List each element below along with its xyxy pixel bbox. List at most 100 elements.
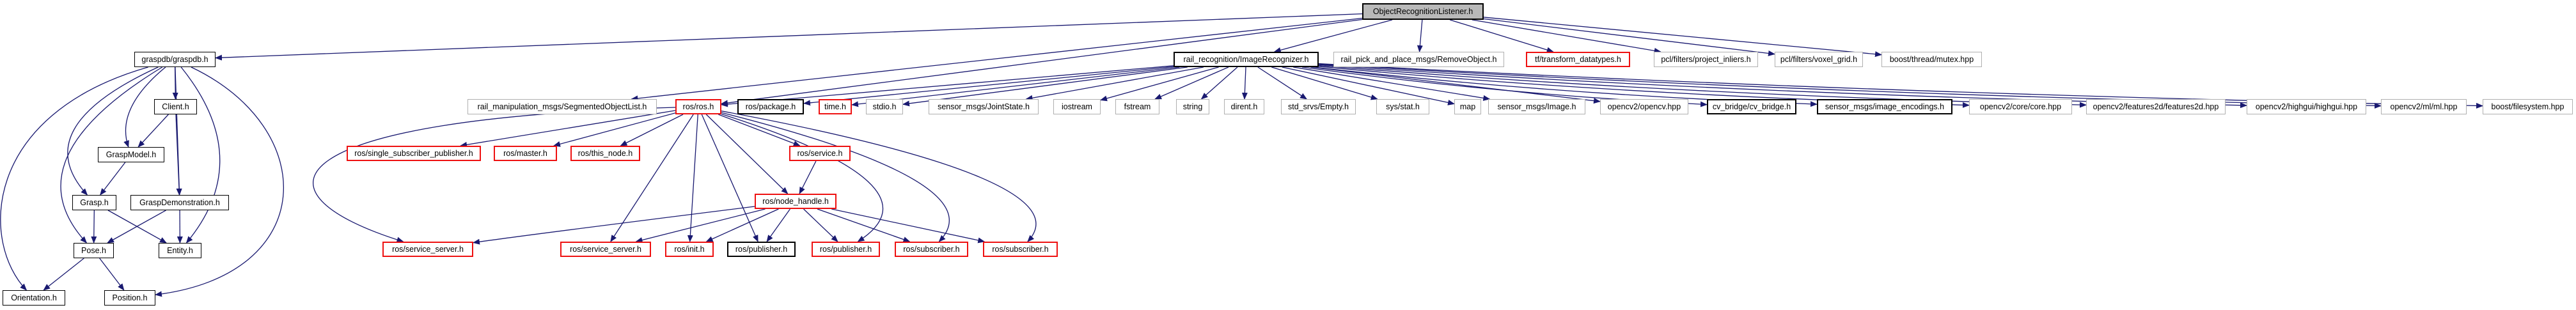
graph-node-rosros[interactable]: ros/ros.h [675, 99, 721, 114]
graph-node-root[interactable]: ObjectRecognitionListener.h [1362, 3, 1484, 20]
edge-imgrec-to-features2d [1318, 65, 2087, 108]
edge-imgrec-to-string [1200, 66, 1238, 100]
edge-imgrec-to-stdio [902, 66, 1188, 107]
graph-node-sysstat[interactable]: sys/stat.h [1376, 99, 1429, 114]
edge-imgrec-to-stdsrvs [1257, 66, 1308, 100]
graph-node-timeh[interactable]: time.h [819, 99, 852, 114]
edge-imgrec-to-rosros [721, 65, 1174, 107]
edge-imgrec-to-jointstate [1025, 66, 1204, 101]
edge-root-to-mutex [1483, 17, 1882, 58]
edge-nodehandle-to-sub2 [831, 208, 986, 244]
graph-node-nodehandle[interactable]: ros/node_handle.h [755, 194, 836, 209]
edge-rosros-to-thisnode [620, 114, 684, 146]
graph-node-projinl[interactable]: pcl/filters/project_inliers.h [1654, 52, 1758, 67]
edge-root-to-tf [1449, 19, 1554, 53]
graph-node-boostfs[interactable]: boost/filesystem.hpp [2483, 99, 2573, 114]
edge-imgrec-to-dirent [1241, 66, 1248, 100]
graph-node-thisnode[interactable]: ros/this_node.h [570, 146, 640, 161]
graph-node-grasp[interactable]: Grasp.h [72, 195, 116, 210]
edge-nodehandle-to-ss2 [635, 208, 766, 243]
graph-node-dirent[interactable]: dirent.h [1224, 99, 1264, 114]
edge-root-to-graspdb [215, 13, 1363, 61]
graph-node-corehpp[interactable]: opencv2/core/core.hpp [1969, 99, 2072, 114]
edge-root-to-rosros [721, 19, 1363, 106]
edge-root-to-removeobj [1417, 19, 1423, 52]
edge-rosros-to-ss1 [313, 107, 676, 243]
graph-node-jointstate[interactable]: sensor_msgs/JointState.h [929, 99, 1039, 114]
graph-node-segobjlist[interactable]: rail_manipulation_msgs/SegmentedObjectLi… [467, 99, 657, 114]
graph-node-pubblack[interactable]: ros/publisher.h [727, 242, 796, 257]
edge-rosros-to-ss2 [610, 114, 694, 242]
graph-node-sspub[interactable]: ros/single_subscriber_publisher.h [347, 146, 481, 161]
graph-node-graspdb[interactable]: graspdb/graspdb.h [134, 52, 216, 67]
edge-imgrec-to-imagemsg [1293, 66, 1491, 101]
edge-imgrec-to-timeh [851, 66, 1180, 107]
edge-nodehandle-to-ss1 [473, 206, 755, 245]
edge-imgrec-to-sysstat [1271, 66, 1378, 100]
edge-nodehandle-to-sub1 [817, 208, 911, 242]
graph-node-master[interactable]: ros/master.h [494, 146, 557, 161]
edge-graspdb-to-orientation [0, 66, 148, 291]
edge-graspdb-to-entity [180, 66, 221, 244]
graph-node-client[interactable]: Client.h [154, 99, 197, 114]
edge-graspdb-to-position [155, 66, 284, 297]
edge-graspmodel-to-grasp [100, 162, 126, 196]
graph-node-init[interactable]: ros/init.h [665, 242, 714, 257]
graph-node-imgrec[interactable]: rail_recognition/ImageRecognizer.h [1174, 52, 1319, 67]
graph-node-pose[interactable]: Pose.h [74, 243, 114, 258]
edge-root-to-imgrec [1273, 19, 1393, 53]
graph-node-stdsrvs[interactable]: std_srvs/Empty.h [1281, 99, 1356, 114]
graph-node-position[interactable]: Position.h [104, 290, 155, 306]
edge-client-to-graspdemo [175, 114, 182, 196]
graph-node-graspmodel[interactable]: GraspModel.h [98, 147, 164, 162]
graph-node-service[interactable]: ros/service.h [789, 146, 851, 161]
edge-rosros-to-init [687, 114, 698, 242]
graph-node-opencvhpp[interactable]: opencv2/opencv.hpp [1600, 99, 1688, 114]
edge-root-to-segobjlist [631, 17, 1363, 102]
graph-node-package[interactable]: ros/package.h [737, 99, 804, 114]
edge-client-to-graspmodel [137, 114, 169, 148]
edge-graspdemo-to-pose [107, 210, 166, 244]
graph-node-highgui[interactable]: opencv2/highgui/highgui.hpp [2247, 99, 2366, 114]
graph-node-cvbridge[interactable]: cv_bridge/cv_bridge.h [1707, 99, 1796, 114]
edge-imgrec-to-map [1282, 66, 1455, 105]
graph-node-mutex[interactable]: boost/thread/mutex.hpp [1881, 52, 1982, 67]
graph-node-entity[interactable]: Entity.h [159, 243, 201, 258]
edge-pose-to-position [99, 258, 125, 291]
graph-node-features2d[interactable]: opencv2/features2d/features2d.hpp [2086, 99, 2226, 114]
graph-node-tf[interactable]: tf/transform_datatypes.h [1526, 52, 1630, 67]
edge-nodehandle-to-init [705, 208, 779, 242]
edge-rosros-to-sspub [460, 110, 676, 148]
graph-node-iostream[interactable]: iostream [1053, 99, 1101, 114]
edge-grasp-to-pose [91, 210, 97, 244]
edge-nodehandle-to-pubblack [766, 208, 790, 242]
edge-root-to-projinl [1472, 19, 1661, 54]
graph-node-removeobj[interactable]: rail_pick_and_place_msgs/RemoveObject.h [1333, 52, 1504, 67]
edge-rosros-to-master [553, 112, 676, 147]
graph-node-map[interactable]: map [1454, 99, 1481, 114]
graph-node-voxel[interactable]: pcl/filters/voxel_grid.h [1775, 52, 1863, 67]
graph-node-orientation[interactable]: Orientation.h [3, 290, 65, 306]
edge-root-to-voxel [1483, 18, 1775, 56]
graph-node-sub1[interactable]: ros/subscriber.h [895, 242, 968, 257]
edge-imgrec-to-iostream [1100, 66, 1219, 102]
graph-node-ss2[interactable]: ros/service_server.h [560, 242, 651, 257]
graph-node-sub2[interactable]: ros/subscriber.h [983, 242, 1058, 257]
edge-rosros-to-service [718, 114, 801, 146]
graph-node-string[interactable]: string [1176, 99, 1209, 114]
edge-service-to-nodehandle [799, 160, 817, 194]
graph-node-ss1[interactable]: ros/service_server.h [382, 242, 473, 257]
graph-node-mlhpp[interactable]: opencv2/ml/ml.hpp [2381, 99, 2467, 114]
edge-graspdb-to-graspmodel [123, 66, 166, 148]
graph-node-fstream[interactable]: fstream [1115, 99, 1159, 114]
edge-pose-to-orientation [43, 258, 84, 291]
graph-node-graspdemo[interactable]: GraspDemonstration.h [130, 195, 229, 210]
graph-node-pubred[interactable]: ros/publisher.h [812, 242, 880, 257]
graph-node-imagemsg[interactable]: sensor_msgs/Image.h [1488, 99, 1585, 114]
edge-rosros-to-pubred [721, 113, 884, 242]
edge-rosros-to-pubblack [701, 114, 758, 242]
graph-node-imgenc[interactable]: sensor_msgs/image_encodings.h [1817, 99, 1952, 114]
edge-nodehandle-to-pubred [803, 208, 838, 242]
edge-imgrec-to-opencvhpp [1310, 66, 1601, 104]
graph-node-stdio[interactable]: stdio.h [866, 99, 903, 114]
